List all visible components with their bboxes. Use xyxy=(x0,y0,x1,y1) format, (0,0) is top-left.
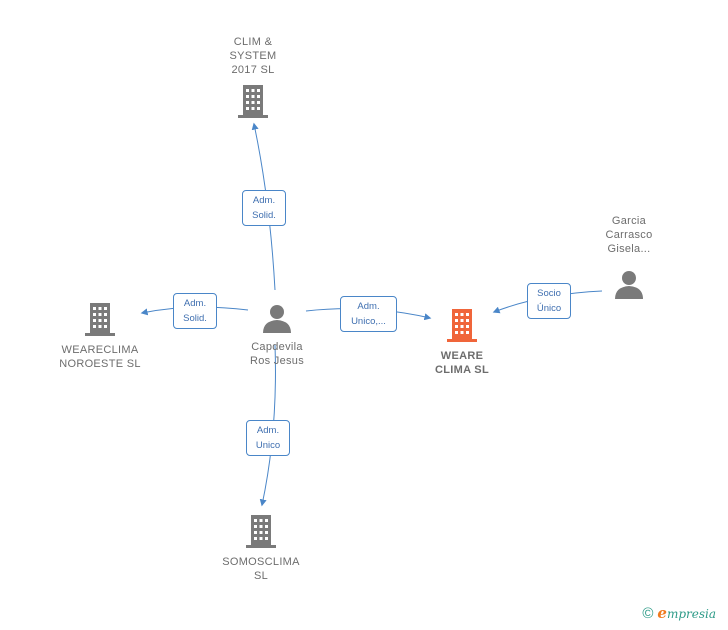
edge-label-to-clim[interactable]: Adm. Solid. xyxy=(242,190,286,226)
node-clim-system[interactable]: CLIM & SYSTEM 2017 SL xyxy=(212,35,294,119)
node-somosclima[interactable]: SOMOSCLIMA SL xyxy=(212,513,310,583)
copyright-symbol: © xyxy=(642,604,654,622)
person-icon xyxy=(615,271,643,299)
node-garcia[interactable]: Garcia Carrasco Gisela... xyxy=(588,214,670,300)
edge-label-to-weare[interactable]: Adm. Unico,... xyxy=(340,296,397,332)
building-icon xyxy=(85,303,115,336)
person-icon xyxy=(263,305,291,333)
node-label-weareclima-noroeste: WEARECLIMA NOROESTE SL xyxy=(59,344,141,370)
node-weare-clima[interactable]: WEARE CLIMA SL xyxy=(420,307,504,377)
node-label-somosclima: SOMOSCLIMA SL xyxy=(222,556,300,582)
node-label-capdevila: Capdevila Ros Jesus xyxy=(249,341,305,367)
node-label-garcia: Garcia Carrasco Gisela... xyxy=(605,215,653,255)
node-label-clim-system: CLIM & SYSTEM 2017 SL xyxy=(229,36,277,76)
edge-label-garcia-to-weare[interactable]: Socio Único xyxy=(527,283,571,319)
brand-initial: e xyxy=(657,604,667,622)
edge-label-to-somos[interactable]: Adm. Unico xyxy=(246,420,290,456)
node-capdevila[interactable]: Capdevila Ros Jesus xyxy=(236,302,318,368)
brand-logo: empresia xyxy=(657,604,716,622)
node-label-weare-clima: WEARE CLIMA SL xyxy=(435,350,489,376)
edge-label-to-noroeste[interactable]: Adm. Solid. xyxy=(173,293,217,329)
building-icon xyxy=(447,309,477,342)
brand-rest: mpresia xyxy=(666,607,716,621)
building-icon xyxy=(238,85,268,118)
node-weareclima-noroeste[interactable]: WEARECLIMA NOROESTE SL xyxy=(48,301,152,371)
footer-brand: © empresia xyxy=(642,604,716,622)
building-icon xyxy=(246,515,276,548)
